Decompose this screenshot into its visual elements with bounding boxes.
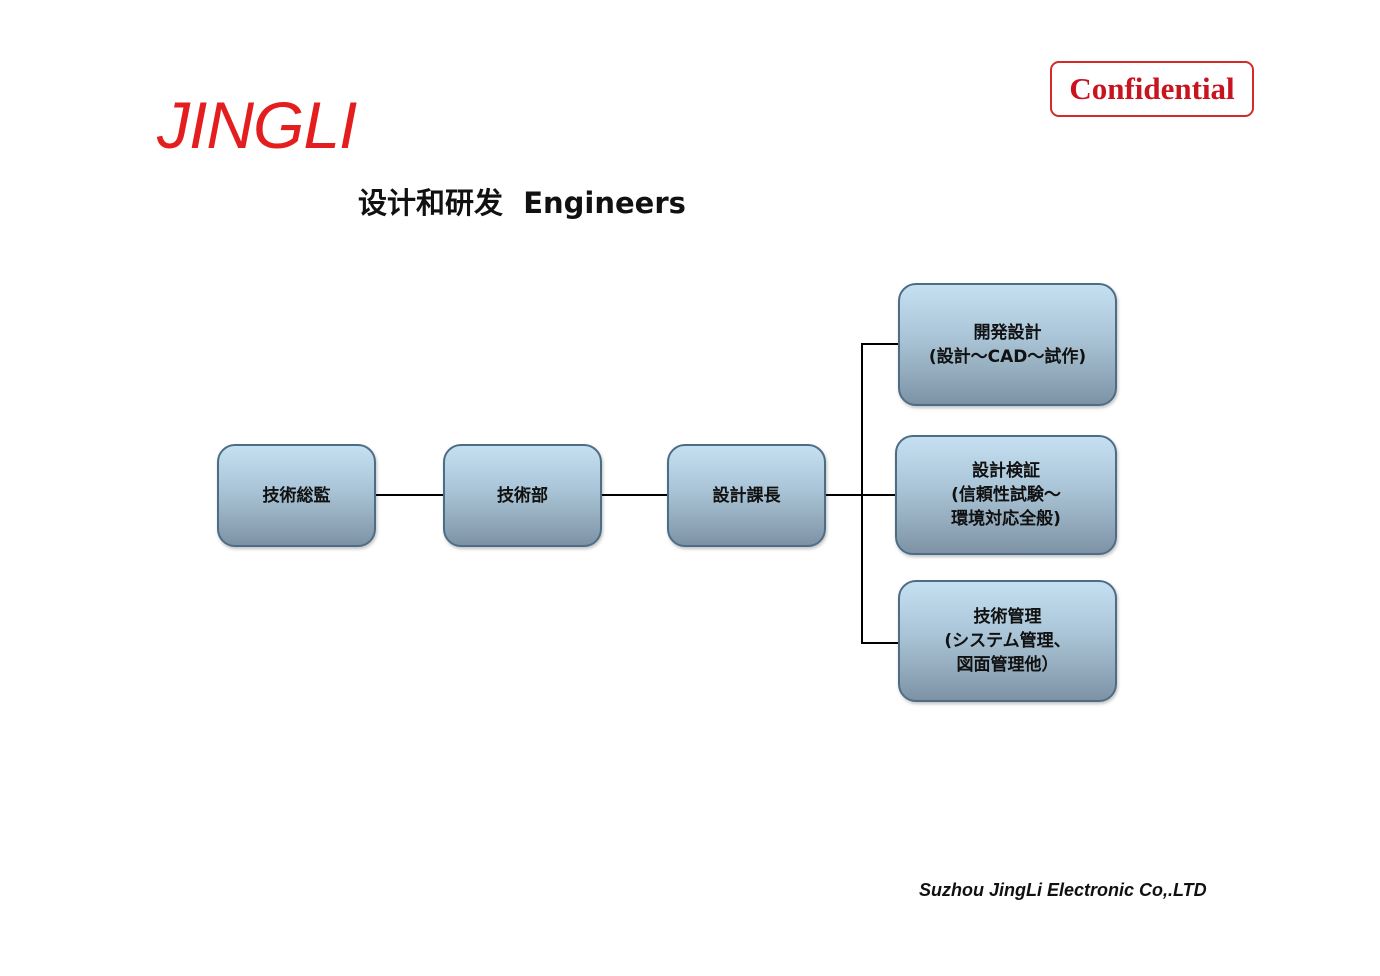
page-title: 设计和研发 Engineers <box>358 186 686 220</box>
node-label: 技術管理 <box>973 607 1042 627</box>
node-technical-management: 技術管理 (システム管理、 図面管理他） <box>898 580 1117 702</box>
node-sublabel: 環境対応全般) <box>951 509 1061 529</box>
node-sublabel: (信頼性試験～ <box>951 485 1061 505</box>
company-footer: Suzhou JingLi Electronic Co,.LTD <box>919 880 1207 900</box>
node-label: 設計検証 <box>972 461 1040 481</box>
jingli-logo: JINGLI <box>157 88 357 162</box>
node-development-design: 開発設計 (設計～CAD～試作) <box>898 283 1117 406</box>
node-sublabel: (設計～CAD～試作) <box>928 346 1087 367</box>
confidential-badge: Confidential <box>1050 61 1254 117</box>
node-technical-director: 技術総監 <box>217 444 376 547</box>
node-technical-department: 技術部 <box>443 444 602 547</box>
node-sublabel: 図面管理他） <box>956 655 1059 675</box>
node-label: 設計課長 <box>712 485 781 506</box>
node-design-section-manager: 設計課長 <box>667 444 826 547</box>
node-design-verification: 設計検証 (信頼性試験～ 環境対応全般) <box>895 435 1117 555</box>
node-sublabel: (システム管理、 <box>944 631 1071 651</box>
node-label: 技術総監 <box>262 485 331 506</box>
node-label: 開発設計 <box>973 322 1042 343</box>
node-label: 技術部 <box>497 485 548 506</box>
